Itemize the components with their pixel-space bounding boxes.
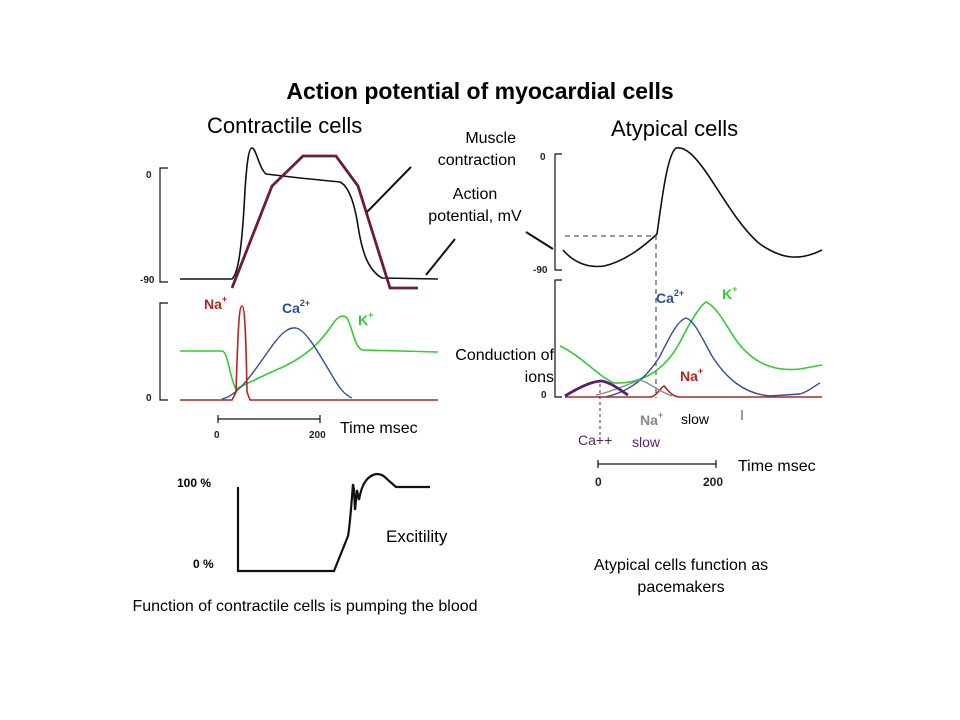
left-ion-tick-0: 0 [146, 393, 152, 404]
right-time-tick-0: 0 [595, 475, 602, 489]
left-time-axis [217, 415, 321, 423]
right-slow-label-2: slow [632, 434, 661, 450]
action-potential-label: Action potential, mV [428, 186, 522, 225]
left-k-curve [180, 315, 439, 391]
left-k-label: K+ [358, 310, 374, 328]
right-time-axis [597, 460, 717, 468]
left-action-potential-curve [180, 147, 439, 280]
left-ap-tick-0: 0 [146, 170, 152, 181]
right-na-label: Na+ [680, 366, 704, 384]
right-ap-pointer [525, 231, 554, 250]
right-action-potential-curve [562, 147, 823, 268]
left-ca-label: Ca2+ [282, 298, 311, 316]
left-ap-axis [159, 167, 168, 283]
right-k-label: K+ [722, 284, 738, 302]
left-time-tick-200: 200 [309, 430, 326, 441]
contractile-cells-heading: Contractile cells [207, 113, 363, 138]
muscle-contraction-label: Muscle contraction [437, 130, 516, 169]
atypical-cells-heading: Atypical cells [611, 116, 739, 141]
right-ion-axis [554, 279, 562, 398]
right-na-slow-curve [595, 379, 673, 397]
excitability-tick-0: 0 % [193, 557, 214, 571]
left-na-curve [180, 305, 438, 401]
right-ap-tick-minus90: -90 [533, 265, 548, 276]
right-time-tick-200: 200 [703, 475, 724, 489]
muscle-contraction-curve [230, 154, 418, 290]
excitability-tick-100: 100 % [177, 476, 212, 490]
muscle-contraction-pointer [366, 166, 412, 213]
left-ap-tick-minus90: -90 [140, 275, 155, 286]
left-ion-axis [159, 302, 168, 401]
left-ca-curve [221, 327, 353, 400]
excitability-label: Excitility [386, 527, 448, 546]
right-time-label: Time msec [738, 458, 816, 475]
right-k-curve [559, 301, 823, 384]
left-time-tick-0: 0 [214, 430, 220, 441]
right-na-slow-label: Na+ [640, 410, 664, 428]
left-time-label: Time msec [340, 420, 418, 437]
excitability-curve [236, 472, 430, 573]
contractile-caption: Function of contractile cells is pumping… [132, 598, 478, 615]
right-ap-tick-0: 0 [540, 152, 546, 163]
conduction-of-ions-label: Conduction of ions [455, 347, 554, 386]
right-ca-curve [604, 317, 821, 398]
right-ca-slow-curve [564, 379, 629, 398]
action-potential-pointer [425, 238, 456, 276]
right-ca-label: Ca2+ [656, 288, 685, 306]
right-ion-tick-0: 0 [541, 390, 547, 401]
right-ap-axis [554, 153, 562, 271]
right-na-curve [565, 385, 822, 398]
right-slow-label-1: slow [681, 411, 710, 427]
left-na-label: Na+ [204, 294, 228, 312]
threshold-guide [565, 235, 657, 398]
right-ca-slow-label: Ca++ [578, 432, 613, 448]
diagram-title: Action potential of myocardial cells [286, 78, 674, 104]
atypical-caption: Atypical cells function as pacemakers [593, 557, 769, 596]
